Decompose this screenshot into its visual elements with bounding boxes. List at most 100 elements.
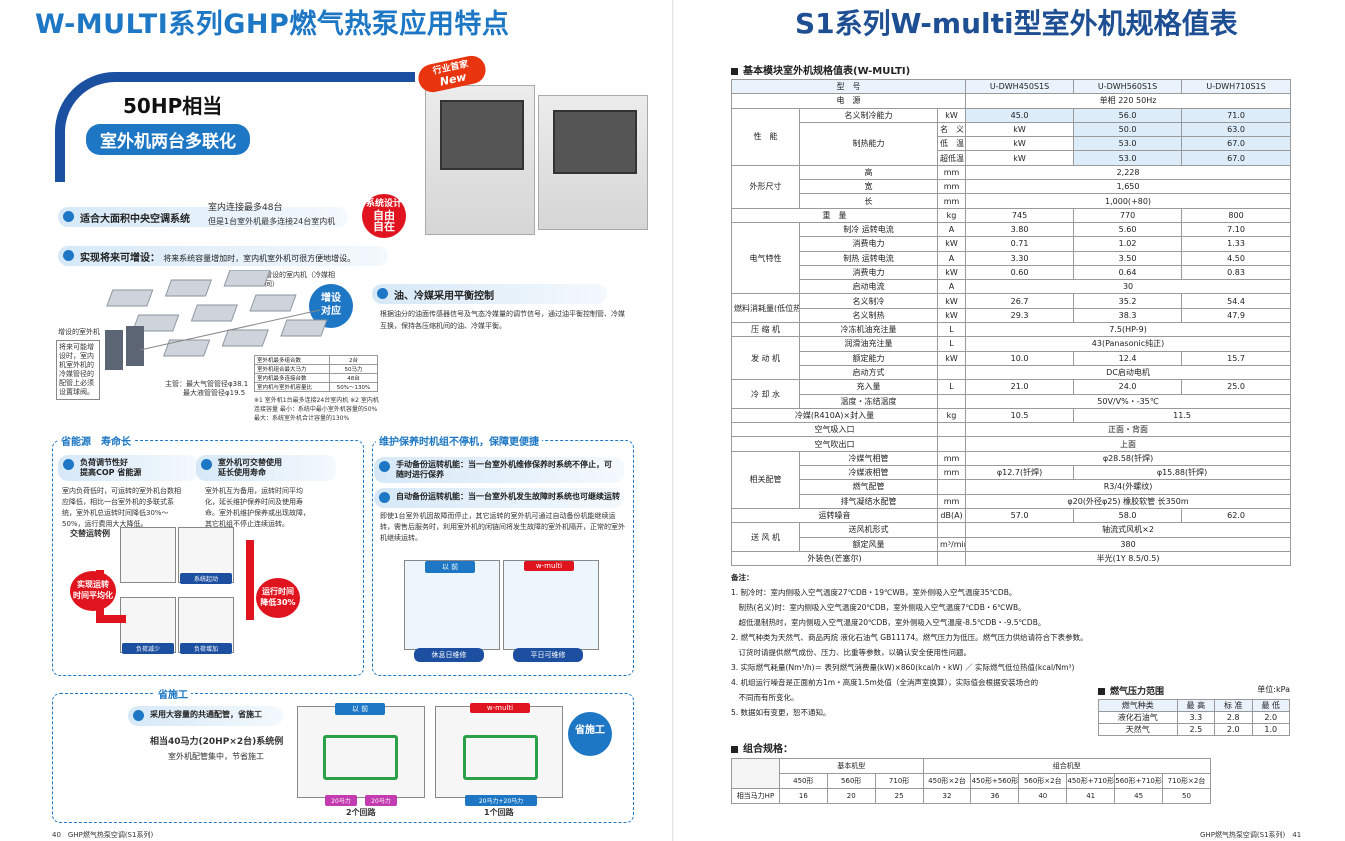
spec-cell	[936, 364, 967, 381]
spec-cell: 制热能力	[799, 121, 938, 166]
spec-cell: 消费电力	[799, 236, 938, 252]
spec-cell: 温度・冻结温度	[799, 393, 938, 409]
spec-cell: kW	[965, 121, 1075, 138]
maint-item-1: 手动备份运转机能：当一台室外机维修保养时系统不停止，可随时进行保养	[374, 457, 624, 483]
spec-cell: 高	[799, 164, 938, 181]
page-fold	[672, 0, 674, 841]
hp-label: 20马力	[365, 795, 397, 806]
pipe-loop	[323, 735, 398, 780]
spec-cell: 57.0	[965, 507, 1075, 524]
spec-cell: 1,650	[965, 179, 1292, 195]
spec-cell: A	[936, 279, 967, 295]
spec-cell: 29.3	[965, 307, 1075, 324]
note-line: 制热(名义)时：室内侧吸入空气温度20℃DB，室外侧吸入空气温度7℃DB・6℃W…	[731, 603, 1026, 612]
spec-cell: 空气吸入口	[731, 422, 938, 438]
subtitle-pill: 室外机两台多联化	[86, 124, 250, 155]
wmulti-label: w-multi	[524, 561, 574, 571]
spec-cell: 冷冻机油充注量	[799, 322, 938, 338]
bullet-icon	[63, 250, 74, 261]
spec-cell: 排气凝结水配管	[799, 493, 938, 509]
alt-diagram	[120, 527, 176, 583]
spec-cell: 21.0	[965, 379, 1075, 395]
spec-cell: 电 源	[730, 93, 967, 109]
spec-cell: 润滑油充注量	[799, 336, 938, 352]
spec-cell: 冷媒气相管	[799, 450, 938, 467]
spec-cell: 62.0	[1181, 507, 1292, 524]
page-title-left: W-MULTI系列GHP燃气热泵应用特点	[35, 9, 510, 40]
bullet-icon	[379, 461, 390, 472]
spec-cell: 3.80	[965, 221, 1075, 238]
spec-cell: mm	[936, 179, 967, 195]
spec-cell: m³/min	[936, 536, 967, 552]
hp-title: 50HP相当	[123, 94, 223, 118]
spec-cell: 正面・背面	[965, 422, 1292, 438]
loops-1: 1个回路	[484, 808, 514, 817]
pipe-note-2: 最大液管管径φ19.5	[183, 389, 246, 397]
note-line: 1. 制冷时：室内侧吸入空气温度27℃DB・19℃WB，室外侧吸入空气温度35℃…	[731, 588, 1017, 597]
spec-row: 外装色(芒塞尔)半光(1Y 8.5/0.5)	[731, 550, 1292, 567]
spec-cell: 0.71	[965, 236, 1075, 252]
spec-cell: 10.0	[965, 350, 1075, 366]
spec-cell: L	[936, 336, 967, 352]
spec-cell: 43(Panasonic纯正)	[965, 336, 1292, 352]
spec-cell: 超低温	[936, 150, 967, 166]
spec-cell: 30	[965, 279, 1292, 295]
spec-cell: 重 量	[731, 207, 938, 223]
feature-band-3: 油、冷媒采用平衡控制	[372, 284, 607, 304]
spec-cell: φ12.7(钎焊)	[965, 465, 1075, 481]
spec-cell: kg	[936, 407, 967, 424]
spec-cell: kW	[936, 307, 967, 324]
spec-cell: 2,228	[965, 164, 1292, 181]
const-title: 相当40马力(20HP×2台)系统例	[150, 737, 284, 747]
spec-cell: 800	[1181, 207, 1292, 223]
spec-cell: 名义制冷	[799, 293, 938, 309]
spec-cell: 空气吹出口	[731, 436, 938, 452]
spec-cell: 冷媒液相管	[799, 465, 938, 481]
spec-cell: 外装色(芒塞尔)	[731, 550, 938, 567]
spec-cell: 发 动 机	[731, 336, 800, 381]
before-diagram	[404, 560, 500, 650]
before-label: 以 前	[425, 561, 475, 573]
construction-box	[52, 693, 634, 823]
spec-cell: 消费电力	[799, 264, 938, 281]
e1-text: 室内负荷低时，可运转的室外机台数相应降低，相比一台室外机的多联式系统，室外机总运…	[62, 487, 181, 528]
gp-row: 燃气种类最 高标 准最 低	[1098, 699, 1291, 712]
construction-section-title: 省施工	[155, 686, 191, 701]
spec-cell: 54.4	[1181, 293, 1292, 309]
spec-cell: 47.9	[1181, 307, 1292, 324]
spec-cell: 燃料消耗量(低位热值)	[731, 293, 800, 324]
design-badge: 系统设计自由自在	[362, 194, 406, 238]
spec-cell: 1.02	[1073, 236, 1183, 252]
spec-cell: 制冷 运转电流	[799, 221, 938, 238]
before-label-2: 以 前	[335, 703, 385, 715]
spec-cell: mm	[936, 193, 967, 209]
spec-cell: 35.2	[1073, 293, 1183, 309]
page-title-right: S1系列W-multi型室外机规格值表	[795, 7, 1238, 40]
spec-cell: 745	[965, 207, 1075, 223]
spec-cell	[936, 479, 967, 495]
loops-2: 2个回路	[346, 808, 376, 817]
spec-cell: 67.0	[1181, 136, 1292, 152]
spec-cell: 1.33	[1181, 236, 1292, 252]
spec-cell: 送风机形式	[799, 522, 938, 538]
spec-cell: 轴流式风机×2	[965, 522, 1292, 538]
spec-cell: 外形尺寸	[731, 164, 800, 209]
bullet-icon	[379, 492, 390, 503]
spec-cell: 充入量	[799, 379, 938, 395]
spec-cell: 50.0	[1073, 121, 1183, 138]
spec-notes: ※1 室外机1台最多连接24台室内机 ※2 室内机连接容量 最小：系统中最小室外…	[254, 397, 379, 422]
spec-cell: 低 温	[936, 136, 967, 152]
diag-left-note: 将来可能增设时，室内机室外机的冷媒管径的配管上必须设置球阀。	[56, 340, 100, 400]
